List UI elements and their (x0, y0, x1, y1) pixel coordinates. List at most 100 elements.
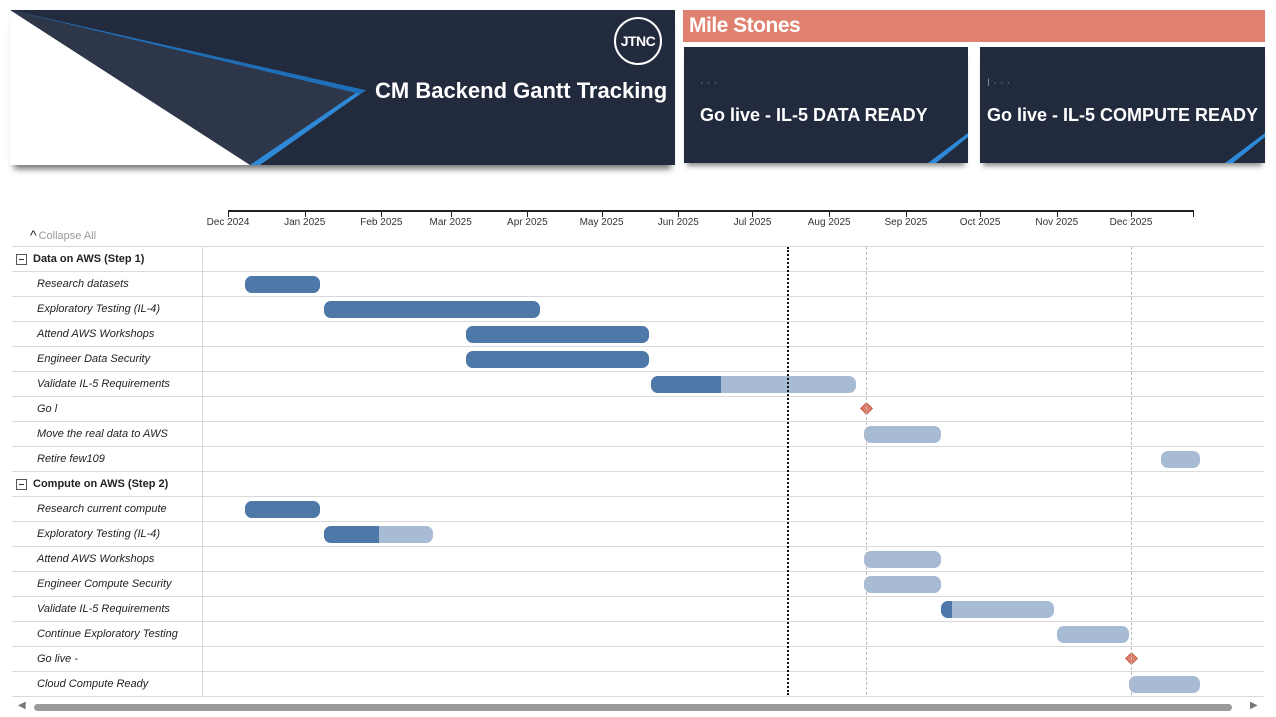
table-row: Exploratory Testing (IL-4) (12, 521, 1264, 546)
month-tick (1131, 210, 1132, 217)
scroll-left-icon[interactable]: ◀ (18, 700, 26, 711)
row-name-cell: Attend AWS Workshops (12, 322, 202, 346)
row-name-cell: Attend AWS Workshops (12, 547, 202, 571)
row-name-cell: Validate IL-5 Requirements (12, 372, 202, 396)
column-divider (202, 547, 203, 571)
card-blurred-subtext: I · · · (987, 77, 1011, 89)
column-divider (202, 472, 203, 496)
column-divider (202, 322, 203, 346)
table-bottom-border (12, 696, 1264, 697)
task-bar[interactable] (940, 601, 1055, 618)
task-bar[interactable] (324, 526, 434, 543)
row-name-cell: Continue Exploratory Testing (12, 622, 202, 646)
month-tick (228, 210, 229, 217)
task-bar[interactable] (465, 351, 649, 368)
row-name-cell: Retire few109 (12, 447, 202, 471)
month-tick (678, 210, 680, 217)
column-divider (202, 347, 203, 371)
month-tick (829, 210, 831, 217)
month-label: Feb 2025 (360, 217, 403, 228)
task-bar[interactable] (324, 301, 540, 318)
month-tick (381, 210, 383, 217)
banner-graphic (10, 10, 675, 165)
card-accent-graphic (928, 133, 968, 163)
task-progress (245, 276, 320, 293)
table-row: Validate IL-5 Requirements (12, 371, 1264, 396)
milestone-card-data: · · · Go live - IL-5 DATA READY (684, 47, 968, 163)
task-bar[interactable] (863, 426, 941, 443)
task-bar[interactable] (245, 276, 320, 293)
group-label: Data on AWS (Step 1) (33, 253, 145, 265)
row-name-cell: Research current compute (12, 497, 202, 521)
month-label: Oct 2025 (959, 217, 1001, 228)
table-row: Continue Exploratory Testing (12, 621, 1264, 646)
task-label: Attend AWS Workshops (37, 328, 155, 340)
month-label: Jan 2025 (284, 217, 326, 228)
milestone-line (866, 247, 868, 695)
group-row: Data on AWS (Step 1) (12, 246, 1264, 271)
month-label: Aug 2025 (807, 217, 851, 228)
row-name-cell: Exploratory Testing (IL-4) (12, 522, 202, 546)
row-name-cell: Cloud Compute Ready (12, 672, 202, 696)
task-label: Validate IL-5 Requirements (37, 603, 170, 615)
milestone-compute-label: Go live - IL-5 COMPUTE READY (987, 105, 1259, 125)
task-progress (940, 601, 952, 618)
task-progress (324, 526, 379, 543)
month-label: Dec 2024 (206, 217, 250, 228)
table-row: Validate IL-5 Requirements (12, 596, 1264, 621)
task-progress (245, 501, 320, 518)
scrollbar-thumb[interactable] (34, 704, 1232, 711)
table-row: Research datasets (12, 271, 1264, 296)
row-name-cell: Go live - (12, 647, 202, 671)
task-label: Move the real data to AWS (37, 428, 168, 440)
task-bar[interactable] (465, 326, 649, 343)
column-divider (202, 247, 203, 271)
collapse-group-icon[interactable] (16, 253, 27, 265)
task-bar[interactable] (1160, 451, 1201, 468)
month-label: Jun 2025 (657, 217, 699, 228)
task-bar[interactable] (863, 551, 941, 568)
month-tick (450, 210, 452, 217)
task-bar[interactable] (245, 501, 320, 518)
task-bar[interactable] (1056, 626, 1129, 643)
milestones-header: Mile Stones (683, 10, 1265, 42)
month-tick (980, 210, 982, 217)
task-label: Go live - (37, 653, 78, 665)
column-divider (202, 272, 203, 296)
column-divider (202, 622, 203, 646)
today-line (787, 247, 790, 695)
collapse-group-icon[interactable] (16, 478, 27, 490)
column-divider (202, 422, 203, 446)
scroll-right-icon[interactable]: ▶ (1250, 700, 1258, 711)
horizontal-scrollbar[interactable]: ◀ ▶ (14, 700, 1264, 714)
task-label: Engineer Compute Security (37, 578, 172, 590)
task-label: Exploratory Testing (IL-4) (37, 303, 161, 315)
month-tick (304, 210, 306, 217)
month-tick (752, 210, 754, 217)
task-label: Continue Exploratory Testing (37, 628, 178, 640)
chevron-up-icon: ^ (30, 227, 37, 243)
month-label: Jul 2025 (733, 217, 772, 228)
task-label: Attend AWS Workshops (37, 553, 155, 565)
milestone-line (1131, 247, 1132, 695)
milestone-card-compute: I · · · Go live - IL-5 COMPUTE READY (980, 47, 1265, 163)
month-label: Dec 2025 (1109, 217, 1153, 228)
column-divider (202, 372, 203, 396)
column-divider (202, 572, 203, 596)
task-bar[interactable] (651, 376, 857, 393)
task-label: Go l (37, 403, 58, 415)
task-label: Research datasets (37, 278, 129, 290)
table-row: Go l (12, 396, 1264, 421)
column-divider (202, 397, 203, 421)
task-bar[interactable] (863, 576, 941, 593)
milestone-data-label: Go live - IL-5 DATA READY (700, 105, 928, 125)
table-row: Exploratory Testing (IL-4) (12, 296, 1264, 321)
collapse-all-button[interactable]: ^Collapse All (30, 226, 96, 243)
table-row: Engineer Data Security (12, 346, 1264, 371)
group-row: Compute on AWS (Step 2) (12, 471, 1264, 496)
table-row: Attend AWS Workshops (12, 546, 1264, 571)
row-name-cell: Move the real data to AWS (12, 422, 202, 446)
task-bar[interactable] (1128, 676, 1201, 693)
column-divider (202, 447, 203, 471)
table-row: Engineer Compute Security (12, 571, 1264, 596)
